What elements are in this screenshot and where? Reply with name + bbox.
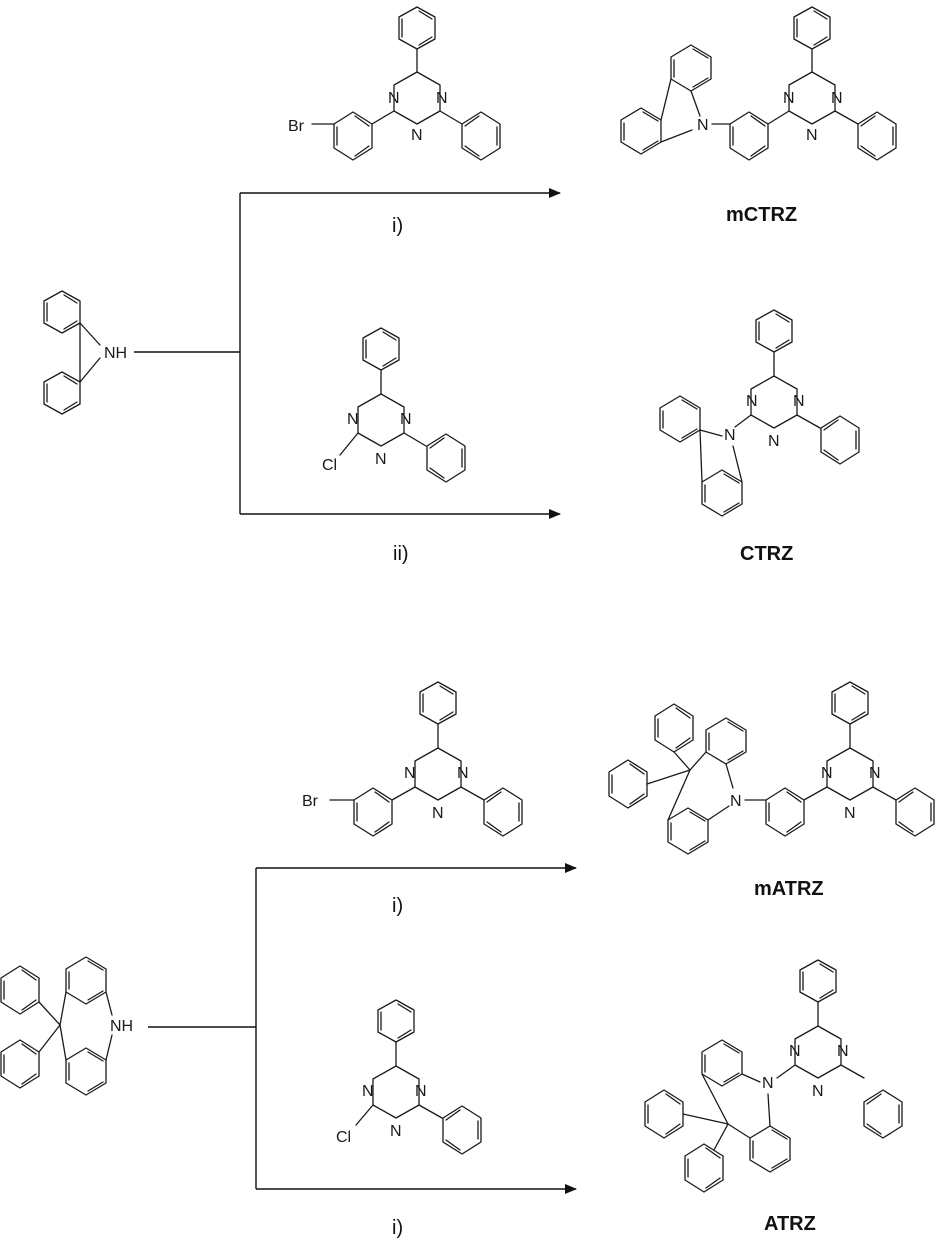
ctrz-n-3: N bbox=[768, 433, 780, 450]
ctrz-carbazole-n: N bbox=[724, 427, 736, 444]
triazine-n-12: N bbox=[390, 1123, 402, 1140]
mctrz-n-1: N bbox=[783, 90, 795, 107]
triazine-n-11: N bbox=[415, 1083, 427, 1100]
matrz-structure: N N N N bbox=[608, 681, 935, 855]
condition-route-3: i) bbox=[392, 895, 403, 917]
triazine-n-2: N bbox=[436, 90, 448, 107]
product-name-4: ATRZ bbox=[764, 1213, 816, 1235]
bromophenyl-triazine-reagent-1: N N N Br bbox=[288, 6, 501, 161]
ctrz-n-2: N bbox=[793, 393, 805, 410]
atrz-n-1: N bbox=[789, 1043, 801, 1060]
chloro-triazine-reagent-4: N N N Cl bbox=[336, 999, 482, 1155]
carbazole-nh-label: NH bbox=[104, 345, 127, 362]
triazine-n-6: N bbox=[375, 451, 387, 468]
triazine-n-9: N bbox=[432, 805, 444, 822]
bromophenyl-triazine-reagent-3: N N N Br bbox=[302, 681, 523, 837]
mctrz-carbazole-n: N bbox=[697, 117, 709, 134]
triazine-n-4: N bbox=[347, 411, 359, 428]
atrz-n-3: N bbox=[812, 1083, 824, 1100]
triazine-n-5: N bbox=[400, 411, 412, 428]
chlorine-label-1: Cl bbox=[322, 457, 337, 474]
mctrz-structure: N N N N bbox=[620, 6, 897, 161]
atrz-structure: N N N N bbox=[644, 959, 903, 1193]
ctrz-structure: N N N N bbox=[659, 309, 860, 517]
matrz-n-3: N bbox=[844, 805, 856, 822]
triazine-n-8: N bbox=[457, 765, 469, 782]
carbazole-reactant: NH bbox=[43, 290, 127, 415]
condition-route-4: i) bbox=[392, 1217, 403, 1239]
triazine-n-1: N bbox=[388, 90, 400, 107]
atrz-n-2: N bbox=[837, 1043, 849, 1060]
triazine-n-10: N bbox=[362, 1083, 374, 1100]
triazine-n-3: N bbox=[411, 127, 423, 144]
ctrz-n-1: N bbox=[746, 393, 758, 410]
product-name-3: mATRZ bbox=[754, 878, 824, 900]
chlorine-label-2: Cl bbox=[336, 1129, 351, 1146]
product-name-2: CTRZ bbox=[740, 543, 793, 565]
condition-route-1: i) bbox=[392, 215, 403, 237]
mctrz-n-2: N bbox=[831, 90, 843, 107]
acridine-nh-label: NH bbox=[110, 1018, 133, 1035]
condition-route-2: ii) bbox=[393, 543, 409, 565]
matrz-n-2: N bbox=[869, 765, 881, 782]
bromine-label-1: Br bbox=[288, 118, 305, 135]
bromine-label-2: Br bbox=[302, 793, 319, 810]
matrz-acridine-n: N bbox=[730, 793, 742, 810]
product-name-1: mCTRZ bbox=[726, 204, 797, 226]
mctrz-n-3: N bbox=[806, 127, 818, 144]
triazine-n-7: N bbox=[404, 765, 416, 782]
diphenylacridine-reactant: NH bbox=[0, 956, 133, 1096]
chloro-triazine-reagent-2: N N N Cl bbox=[322, 327, 466, 483]
atrz-acridine-n: N bbox=[762, 1075, 774, 1092]
matrz-n-1: N bbox=[821, 765, 833, 782]
